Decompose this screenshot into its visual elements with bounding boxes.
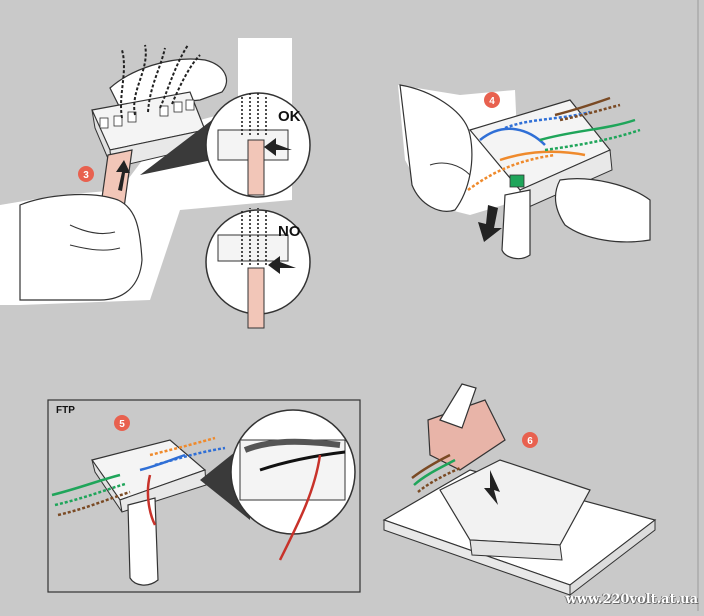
step-6-number: 6 [527,436,533,447]
step-5-frame [47,399,361,593]
ftp-label: FTP [56,405,75,416]
watermark-text: www.220volt.at.ua [565,592,698,607]
step-3-badge: 3 [78,166,94,182]
step-5-number: 5 [119,419,125,430]
no-label: NO [278,223,301,240]
ok-label: OK [278,108,301,125]
no-callout [205,208,311,329]
step-3-illustration [0,38,311,329]
hand-left [399,84,473,212]
no-arrow-icon [268,256,296,274]
arrow-up-icon [116,160,130,191]
ok-callout [205,92,311,198]
step-4-illustration [398,84,651,260]
hand-top [109,58,227,109]
arrow-down-icon [478,205,502,242]
twisted-pairs [120,44,201,119]
step-6-badge: 6 [522,432,538,448]
ok-arrow-icon [264,138,292,156]
step-4-number: 4 [489,96,495,107]
step-5-badge: 5 [114,415,130,431]
hand-right [554,178,651,243]
step-4-badge: 4 [484,92,500,108]
step-6-illustration [382,383,657,597]
arrow-down-6-icon [484,470,500,505]
step-3-number: 3 [83,170,89,181]
